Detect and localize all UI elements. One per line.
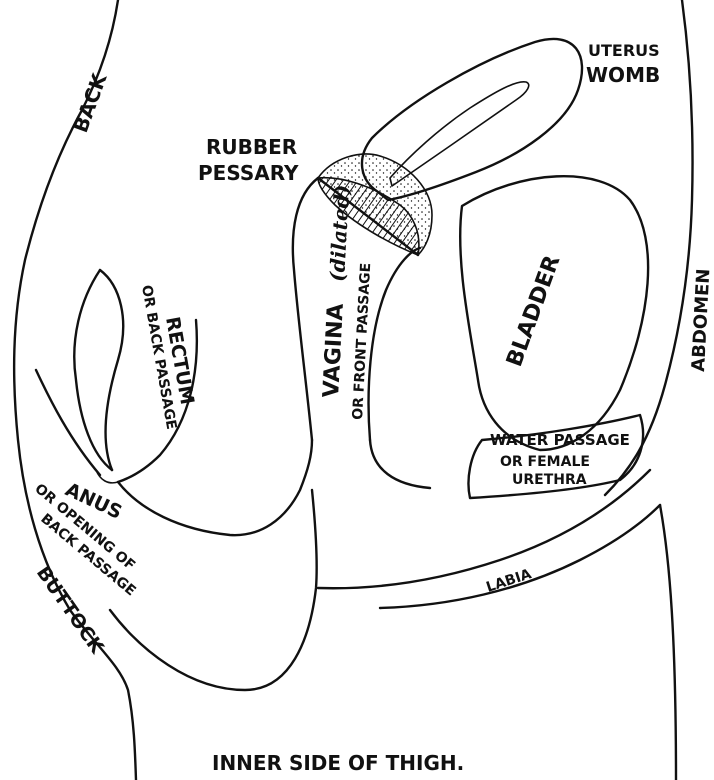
labia-inner-outline [380,505,660,608]
label-pessary: PESSARY [198,161,299,185]
vagina-floor [370,440,430,488]
buttock-outline [110,490,317,690]
label-labia: LABIA [484,566,533,596]
label-inner-thigh: INNER SIDE OF THIGH. [212,751,464,775]
label-front-passage: OR FRONT PASSAGE [350,262,374,420]
perineum-outline [118,440,312,535]
label-buttock: BUTTOCK [32,562,109,658]
bladder-outline [460,176,648,450]
front-thigh-outline [660,505,676,780]
labia-outline [318,470,650,588]
rectum-back-wall [36,370,100,475]
vagina-front-wall [369,248,420,440]
label-womb: WOMB [586,63,660,87]
label-bladder: BLADDER [502,252,565,370]
label-dilated: (dilated) [325,184,354,282]
uterus-cavity [390,82,529,186]
anus-mark [96,470,118,483]
label-back: BACK [68,69,112,136]
label-water-passage: WATER PASSAGE [490,431,630,449]
rectum-outline [100,270,123,470]
label-rubber: RUBBER [206,135,297,159]
label-abdomen: ABDOMEN [688,268,714,372]
label-urethra: URETHRA [512,472,587,488]
label-or-female: OR FEMALE [500,454,590,470]
label-uterus: UTERUS [588,41,660,60]
vagina-back-wall [293,178,318,440]
label-vagina: VAGINA [319,303,349,398]
